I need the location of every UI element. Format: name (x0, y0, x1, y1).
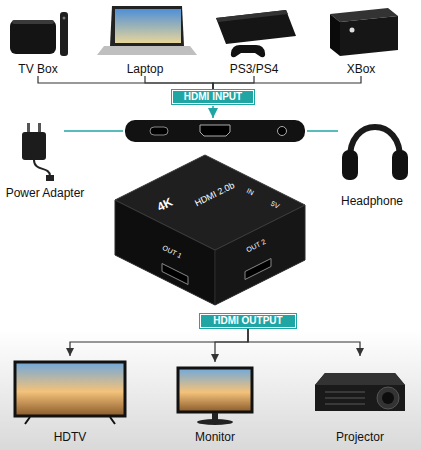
device-node: TV Box (5, 2, 71, 76)
plug-prong (38, 123, 41, 132)
device-label: HDTV (54, 430, 87, 444)
remote-button (63, 17, 66, 20)
hdmi-out-port (162, 264, 188, 285)
tag-text: HDMI OUTPUT (213, 315, 282, 327)
laptop-screen (115, 9, 181, 43)
leader-line (64, 130, 123, 132)
device-label: Monitor (195, 430, 235, 444)
connector-line (38, 76, 213, 90)
device-node: Monitor (172, 362, 258, 444)
adapter-cable (34, 160, 50, 176)
monitor-base (197, 419, 233, 425)
device-label: TV Box (18, 62, 57, 76)
device-node: PS3/PS4 (208, 2, 300, 76)
usb-c-port (150, 127, 168, 135)
laptop-lid (110, 6, 184, 46)
tv-feet (25, 417, 115, 424)
gamepad (231, 45, 265, 57)
audio-jack (278, 127, 287, 136)
headphone-icon (342, 127, 408, 180)
projector-top (315, 373, 405, 385)
hdmi-port (200, 125, 230, 136)
projector-lens-glass (382, 392, 394, 404)
connector-line (215, 328, 248, 362)
device-label: Power Adapter (6, 186, 85, 200)
device-node: Projector (305, 356, 415, 444)
device-node: Headphone (330, 112, 414, 208)
xbox-side (330, 14, 340, 56)
xbox-power-light (350, 28, 355, 33)
projector-vents (325, 392, 365, 404)
port-tag-box: HDMI OUTPUT (200, 314, 296, 328)
device-label: Headphone (341, 194, 403, 208)
adapter-body (22, 132, 46, 160)
power-adapter-icon (22, 123, 54, 181)
port-panel (125, 120, 305, 142)
splitter-device (115, 155, 305, 305)
projector-lens (377, 387, 399, 409)
device-label: PS3/PS4 (230, 62, 279, 76)
device-label: Laptop (127, 62, 164, 76)
plug-prong (27, 123, 30, 132)
connector-line (213, 76, 361, 90)
projector-body (315, 373, 405, 411)
console-edge (216, 10, 288, 22)
console-icon (216, 10, 296, 57)
ear-cup (342, 150, 358, 180)
xbox-front (340, 16, 398, 56)
device-node: Laptop (95, 2, 195, 76)
laptop-base (97, 46, 197, 55)
input-arrow (212, 106, 214, 118)
tag-text: HDMI INPUT (184, 91, 242, 103)
tv-box-body (10, 20, 56, 54)
remote-control (60, 12, 68, 56)
leader-line (307, 130, 338, 132)
projector-icon (315, 373, 405, 411)
connector-line (145, 76, 213, 90)
background-fade (0, 330, 421, 450)
hdtv-icon (15, 362, 125, 424)
port-tag-box: HDMI INPUT (172, 90, 254, 104)
input-port-strip (125, 120, 305, 142)
device-label: Projector (336, 430, 384, 444)
device-node: XBox (318, 2, 404, 76)
cable-plug (46, 175, 54, 181)
console-body (216, 10, 296, 44)
xbox-icon (330, 8, 398, 56)
monitor-icon (178, 368, 252, 425)
ear-cup (392, 150, 408, 180)
tv-screen (15, 362, 125, 416)
connector-line (248, 328, 360, 356)
device-node: HDTV (10, 356, 130, 444)
device-label: XBox (347, 62, 376, 76)
tv-box-icon (10, 12, 68, 56)
laptop-icon (97, 6, 197, 55)
monitor-screen (178, 368, 252, 412)
hdmi-out-port (245, 259, 271, 280)
device-node: Power Adapter (3, 118, 88, 200)
splitter-top-face (115, 155, 305, 250)
tv-box-edge (12, 20, 54, 24)
